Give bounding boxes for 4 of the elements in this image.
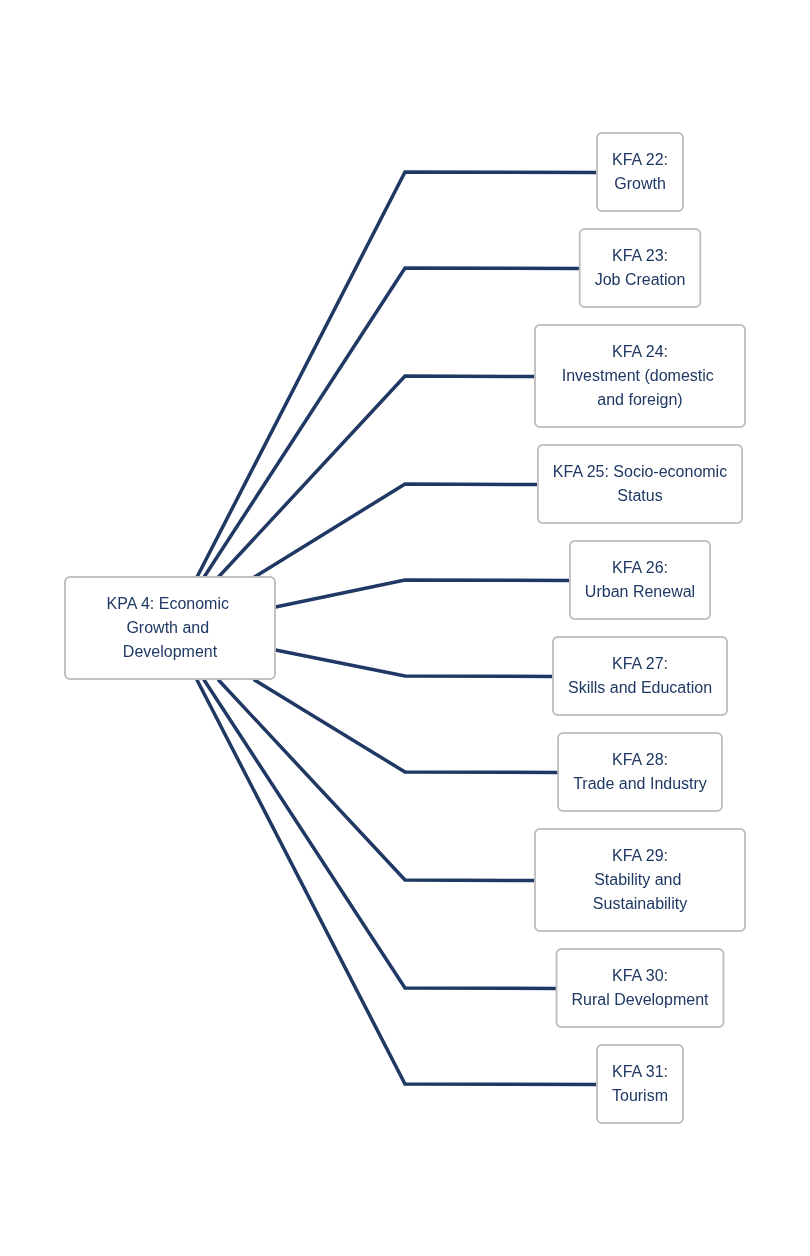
connector bbox=[252, 678, 559, 775]
connector bbox=[202, 678, 558, 991]
connector bbox=[216, 374, 536, 579]
connector bbox=[216, 678, 536, 883]
